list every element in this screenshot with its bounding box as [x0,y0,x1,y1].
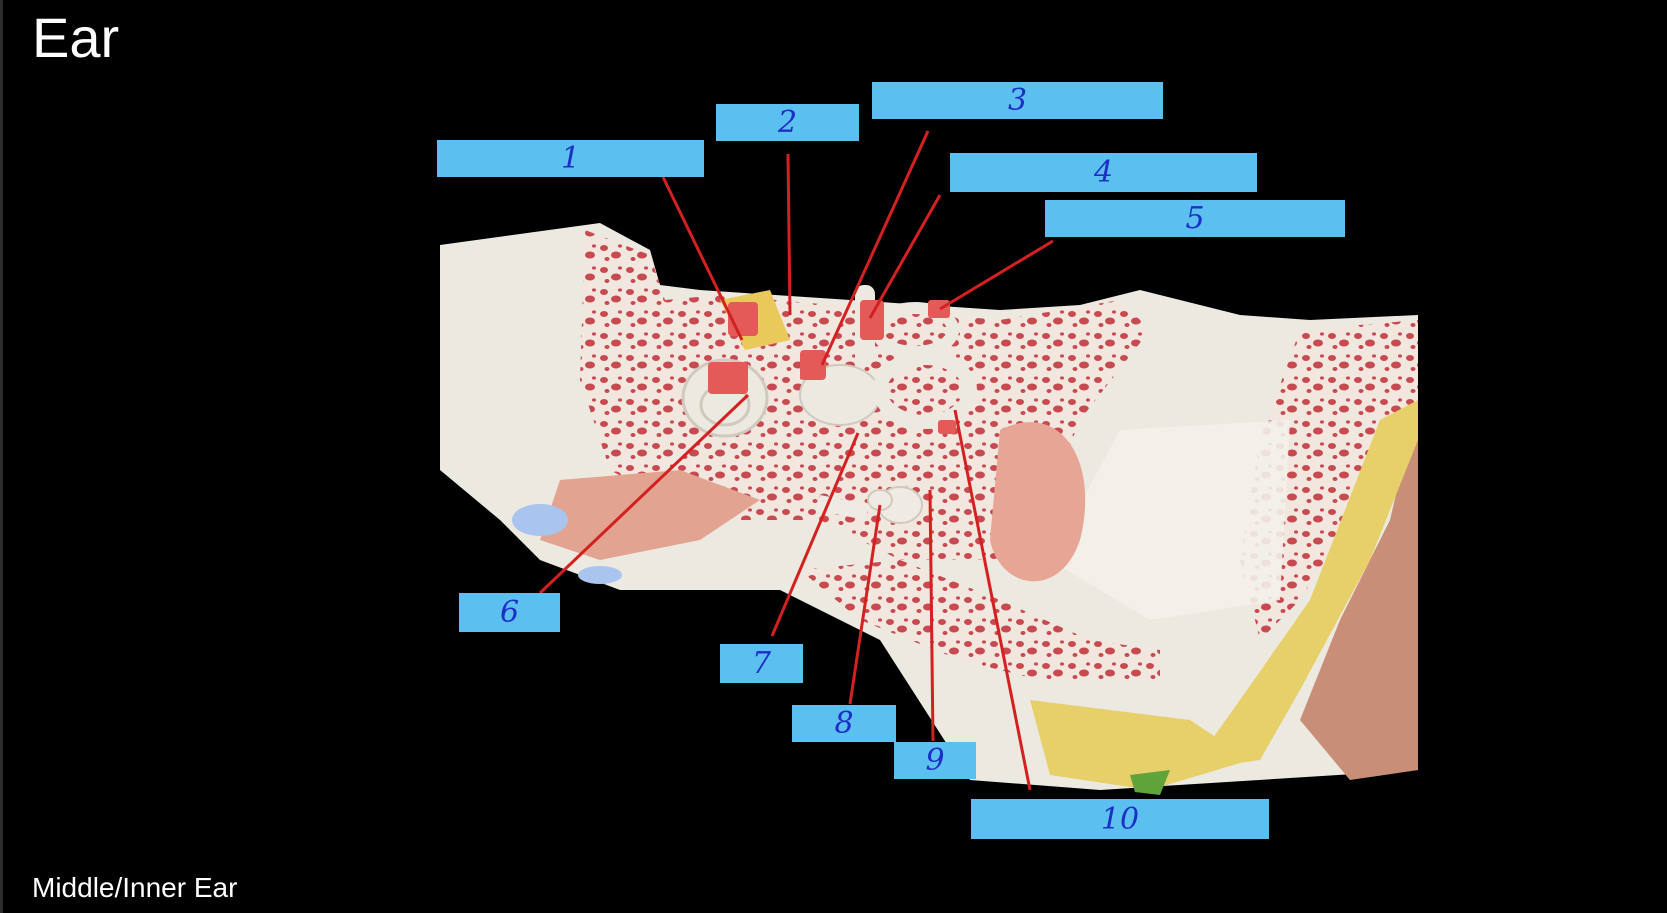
slide-title: Ear [32,6,120,69]
leader-line-4 [868,194,942,319]
label-box-8[interactable]: 8 [792,705,896,742]
leader-line-3 [820,130,930,366]
label-box-5[interactable]: 5 [1045,200,1345,237]
label-box-7[interactable]: 7 [720,644,803,683]
slide-footer-caption: Middle/Inner Ear [32,872,238,903]
number-tag-canal [860,300,884,340]
label-box-1[interactable]: 1 [437,140,704,177]
semicircular-canal-lateral [873,351,977,429]
label-box-10[interactable]: 10 [971,799,1269,839]
slide-left-border [0,0,3,913]
leader-line-5 [939,239,1054,311]
leader-line-10 [953,409,1032,791]
leader-line-1 [661,176,744,341]
number-tag-ampulla [928,300,950,318]
tympanic-membrane-area [990,422,1086,582]
label-number: 3 [1007,83,1028,118]
leader-line-2 [786,153,792,316]
label-number: 7 [751,646,772,681]
skin-layer [1300,400,1418,780]
leader-line-8 [848,504,882,705]
label-box-6[interactable]: 6 [459,593,560,632]
leader-lines [538,130,1054,791]
label-box-2[interactable]: 2 [716,104,859,141]
number-tag-vestibular [800,350,826,380]
fat-layer [1190,400,1418,770]
green-ear-lobe-piece [1130,770,1170,795]
label-number: 4 [1093,155,1114,190]
label-number: 2 [777,105,798,140]
label-box-9[interactable]: 9 [894,742,976,779]
label-number: 1 [560,141,581,176]
number-tag-window [938,420,956,434]
auditory-tube-area [540,470,760,560]
label-number: 8 [834,706,854,741]
label-number: 5 [1185,201,1205,236]
label-number: 10 [1100,801,1140,837]
bone-flat-face [1050,420,1290,620]
label-number: 9 [925,743,945,778]
label-box-3[interactable]: 3 [872,82,1163,119]
lower-spongy-bone [800,560,1160,680]
blue-nerve-piece [512,504,568,536]
number-tag-cochlea [708,362,748,394]
right-spongy-bone [1240,320,1418,640]
label-number: 6 [499,595,520,630]
leader-line-7 [770,432,860,637]
blue-nerve-piece-lower [578,566,622,584]
leader-line-6 [538,393,750,595]
label-box-4[interactable]: 4 [950,153,1257,192]
lower-fat-layer [1030,700,1250,790]
leader-line-9 [928,489,935,742]
